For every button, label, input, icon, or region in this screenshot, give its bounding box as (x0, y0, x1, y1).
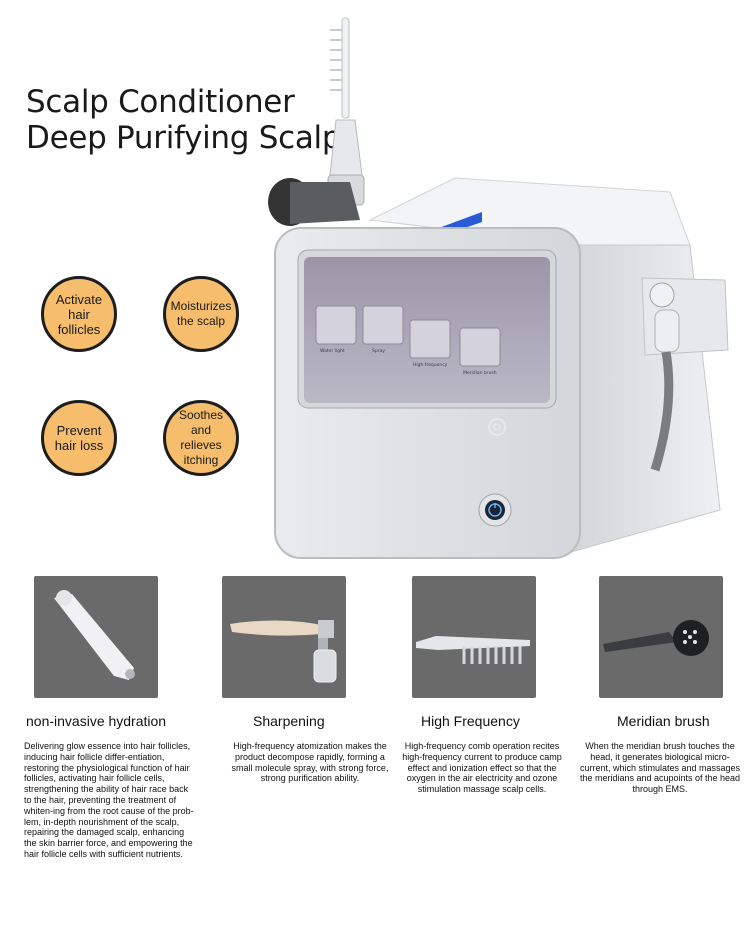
title-line-2: Deep Purifying Scalp (26, 120, 342, 156)
screen-label-meridian-brush: Meridian brush (463, 370, 497, 376)
handpiece-holder-icon (641, 277, 729, 472)
feature-title-sharpening: Sharpening (253, 713, 325, 729)
high-frequency-comb-image (412, 576, 536, 698)
feature-title-hydration: non-invasive hydration (26, 713, 167, 729)
screen-label-water-light: Water light (320, 348, 345, 354)
feature-title-high-frequency: High Frequency (421, 713, 520, 729)
feature-desc-meridian-brush: When the meridian brush touches the head… (579, 741, 741, 795)
power-button-icon (478, 493, 512, 527)
probe-handle-icon (268, 178, 360, 226)
comb-handle-icon (327, 17, 365, 206)
screen-label-high-frequency: High frequency (413, 362, 448, 368)
spray-gun-image (222, 576, 346, 698)
gear-icon (488, 418, 506, 436)
title-line-1: Scalp Conditioner (26, 84, 295, 120)
screen-label-spray: Spray (372, 348, 385, 354)
feature-desc-sharpening: High-frequency atomization makes the pro… (231, 741, 389, 784)
feature-title-meridian-brush: Meridian brush (617, 713, 710, 729)
hydration-handpiece-image (34, 576, 158, 698)
device-image: Water light Spray High frequency Meridia… (250, 10, 750, 570)
feature-desc-high-frequency: High-frequency comb operation recites hi… (402, 741, 562, 795)
feature-desc-hydration: Delivering glow essence into hair follic… (24, 741, 194, 859)
meridian-brush-image (599, 576, 723, 698)
